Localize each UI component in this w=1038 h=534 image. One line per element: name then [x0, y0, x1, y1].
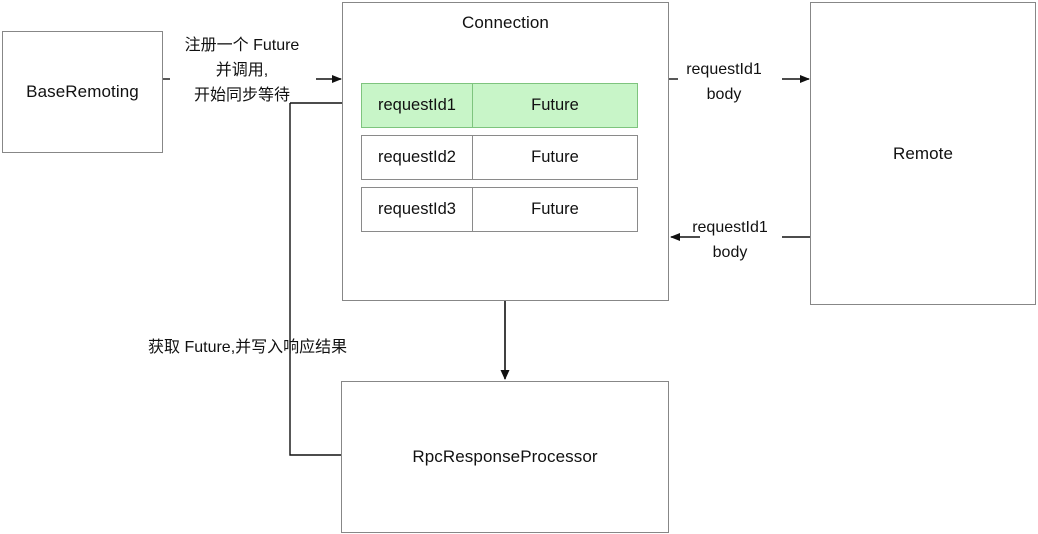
table-row[interactable]: requestId3 Future	[361, 187, 638, 232]
node-base-remoting[interactable]: BaseRemoting	[2, 31, 163, 153]
table-row[interactable]: requestId1 Future	[361, 83, 638, 128]
node-remote-label: Remote	[892, 143, 954, 163]
edge-label-get-future: 获取 Future,并写入响应结果	[148, 339, 348, 356]
node-base-remoting-label: BaseRemoting	[26, 82, 139, 102]
node-rpc-response-processor-label: RpcResponseProcessor	[412, 447, 598, 467]
table-row[interactable]: requestId2 Future	[361, 135, 638, 180]
edge-processor-to-future	[289, 103, 341, 456]
future-row-key: requestId2	[362, 136, 473, 179]
future-map-table: requestId1 Future requestId2 Future requ…	[361, 83, 638, 232]
node-rpc-response-processor[interactable]: RpcResponseProcessor	[341, 381, 669, 533]
future-row-value: Future	[531, 200, 579, 218]
edge-label-response-in: requestId1 body	[692, 219, 768, 261]
node-remote[interactable]: Remote	[810, 2, 1036, 305]
future-row-key: requestId3	[362, 188, 473, 231]
future-row-value: Future	[531, 148, 579, 166]
future-row-key: requestId1	[362, 84, 473, 127]
future-row-value: Future	[531, 96, 579, 114]
node-connection-title: Connection	[461, 13, 549, 32]
edge-label-request-out: requestId1 body	[686, 61, 762, 103]
edge-label-register-future: 注册一个 Future 并调用, 开始同步等待	[184, 37, 300, 104]
